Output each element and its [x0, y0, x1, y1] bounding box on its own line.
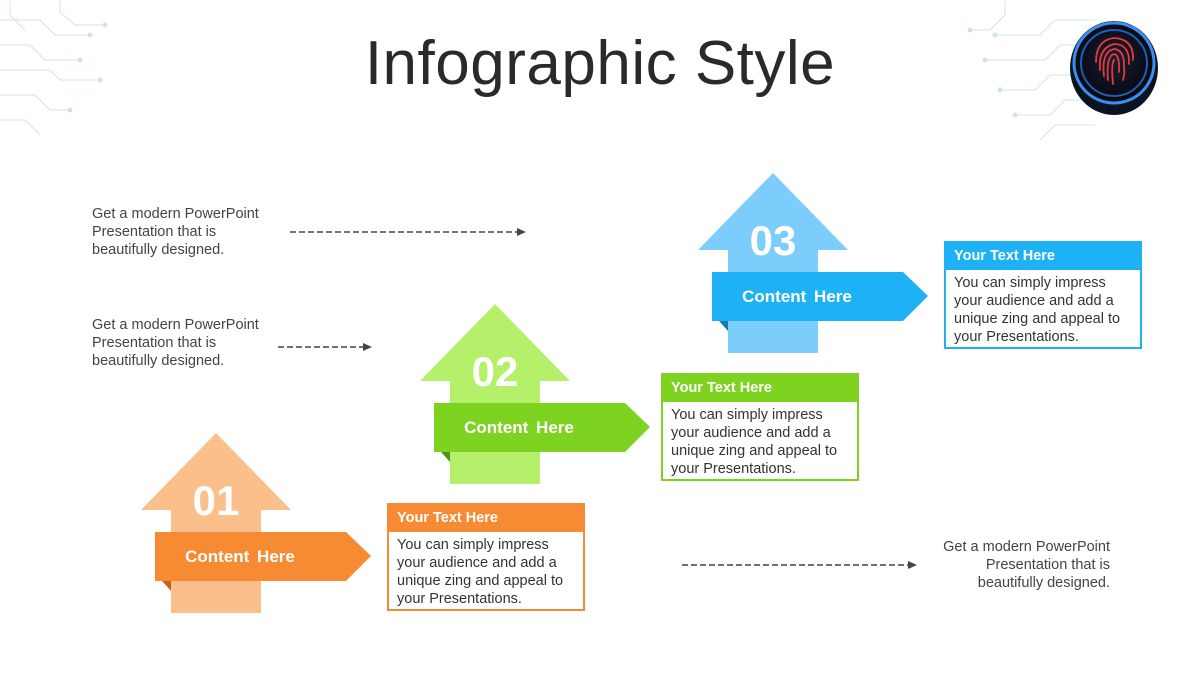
text-box-02: Your Text Here You can simply impress yo…: [661, 373, 859, 481]
step-02: 02 Content Here: [420, 304, 652, 484]
text-box-title: Your Text Here: [663, 375, 857, 402]
step-number: 01: [192, 477, 240, 524]
step-03: 03 Content Here: [698, 173, 930, 353]
text-box-01: Your Text Here You can simply impress yo…: [387, 503, 585, 611]
text-box-title: Your Text Here: [946, 243, 1140, 270]
text-box-body: You can simply impress your audience and…: [954, 275, 1121, 345]
step-01: 01 Content Here: [141, 433, 373, 613]
side-note-1: Get a modern PowerPoint Presentation tha…: [92, 206, 259, 258]
text-box-body: You can simply impress your audience and…: [397, 537, 564, 607]
page-title: Infographic Style: [364, 29, 836, 98]
dashed-arrow-2: [278, 343, 372, 351]
step-number: 02: [471, 348, 519, 395]
text-box-title: Your Text Here: [389, 505, 583, 532]
text-box-03: Your Text Here You can simply impress yo…: [944, 241, 1142, 349]
step-label: Content Here: [742, 287, 852, 306]
text-box-body: You can simply impress your audience and…: [671, 407, 838, 477]
side-note-3: Get a modern PowerPoint Presentation tha…: [943, 539, 1110, 591]
fingerprint-icon: [1070, 21, 1158, 115]
step-number: 03: [749, 217, 797, 264]
dashed-arrow-1: [290, 228, 526, 236]
side-note-2: Get a modern PowerPoint Presentation tha…: [92, 317, 259, 369]
dashed-arrow-3: [682, 561, 917, 569]
circuit-pattern-icon: [0, 0, 108, 136]
step-label: Content Here: [464, 418, 574, 437]
step-label: Content Here: [185, 547, 295, 566]
